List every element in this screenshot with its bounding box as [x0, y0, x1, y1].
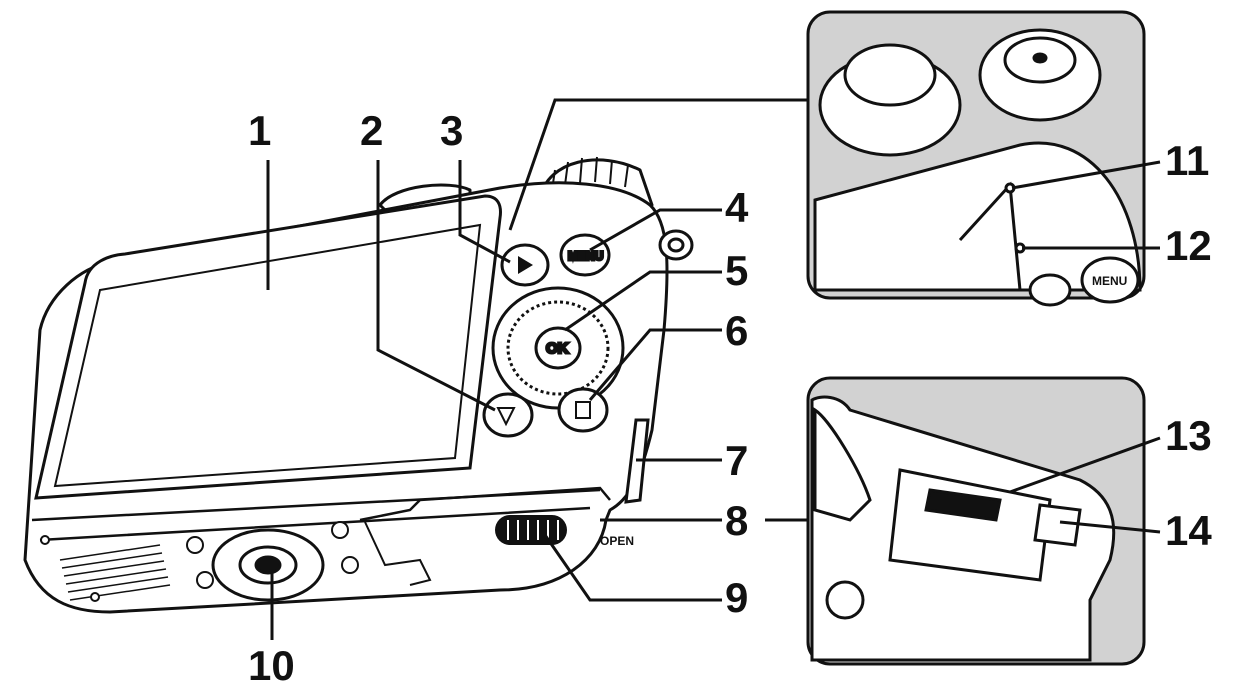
battery-door-hinge: [364, 521, 432, 586]
leader-line-6: [588, 328, 722, 401]
leader-line-2: [376, 160, 496, 412]
door-slider: OPEN: [495, 515, 634, 548]
menu-button-mark: MENU: [568, 249, 603, 263]
speaker-grille: [59, 544, 171, 601]
leader-line-9: [543, 534, 722, 602]
inset-menu-mark: MENU: [1092, 274, 1127, 288]
callout-13: 13: [1165, 412, 1212, 459]
battery-latch: [1033, 503, 1082, 547]
inset-button: [825, 580, 865, 620]
mode-dial-top: [843, 43, 937, 107]
card-slot: [924, 488, 1002, 522]
callout-5: 5: [725, 247, 748, 294]
bottom-holes: [40, 521, 359, 602]
callout-9: 9: [725, 574, 748, 621]
play-icon: [518, 256, 533, 274]
callout-6: 6: [725, 307, 748, 354]
four-way-dial: OK: [491, 286, 625, 410]
callout-11: 11: [1165, 137, 1209, 184]
callout-2: 2: [360, 107, 383, 154]
leader-line-3: [458, 160, 511, 264]
callout-14: 14: [1165, 507, 1212, 554]
menu-button: MENU: [559, 233, 611, 277]
callout-12: 12: [1165, 222, 1212, 269]
rear-screen-bezel: [53, 223, 482, 488]
inset-menu-button: [1080, 256, 1140, 304]
leader-lines: [266, 98, 1161, 640]
leader-line-14: [1059, 520, 1161, 534]
strap-lug: [658, 229, 694, 261]
ok-mark: OK: [546, 340, 569, 357]
callout-3: 3: [440, 107, 463, 154]
rear-screen: [34, 194, 502, 500]
callout-4: 4: [725, 184, 749, 231]
callout-10: 10: [248, 642, 295, 682]
fn-button: [482, 392, 534, 438]
inset-link-line: [508, 98, 808, 231]
delete-button: [557, 387, 609, 433]
trash-icon: [575, 401, 591, 419]
callout-1: 1: [248, 107, 271, 154]
callout-8: 8: [725, 497, 748, 544]
tripod-socket: [211, 528, 325, 602]
leader-line-13: [1009, 436, 1161, 494]
slider-label: OPEN: [600, 534, 634, 548]
leader-line-4: [589, 208, 722, 252]
inset-top: MENU: [806, 10, 1146, 307]
battery-door: [359, 486, 611, 522]
callout-7: 7: [725, 437, 748, 484]
leader-line-5: [564, 270, 722, 332]
play-button: [500, 243, 550, 287]
fn-icon: [496, 407, 516, 427]
top-dial-ridges: [551, 156, 629, 191]
inset-door: [813, 407, 872, 522]
leader-line-11: [1011, 160, 1161, 190]
shutter-center: [1032, 52, 1048, 64]
inset-bottom: [806, 376, 1146, 666]
inset-left-button: [1028, 273, 1072, 307]
